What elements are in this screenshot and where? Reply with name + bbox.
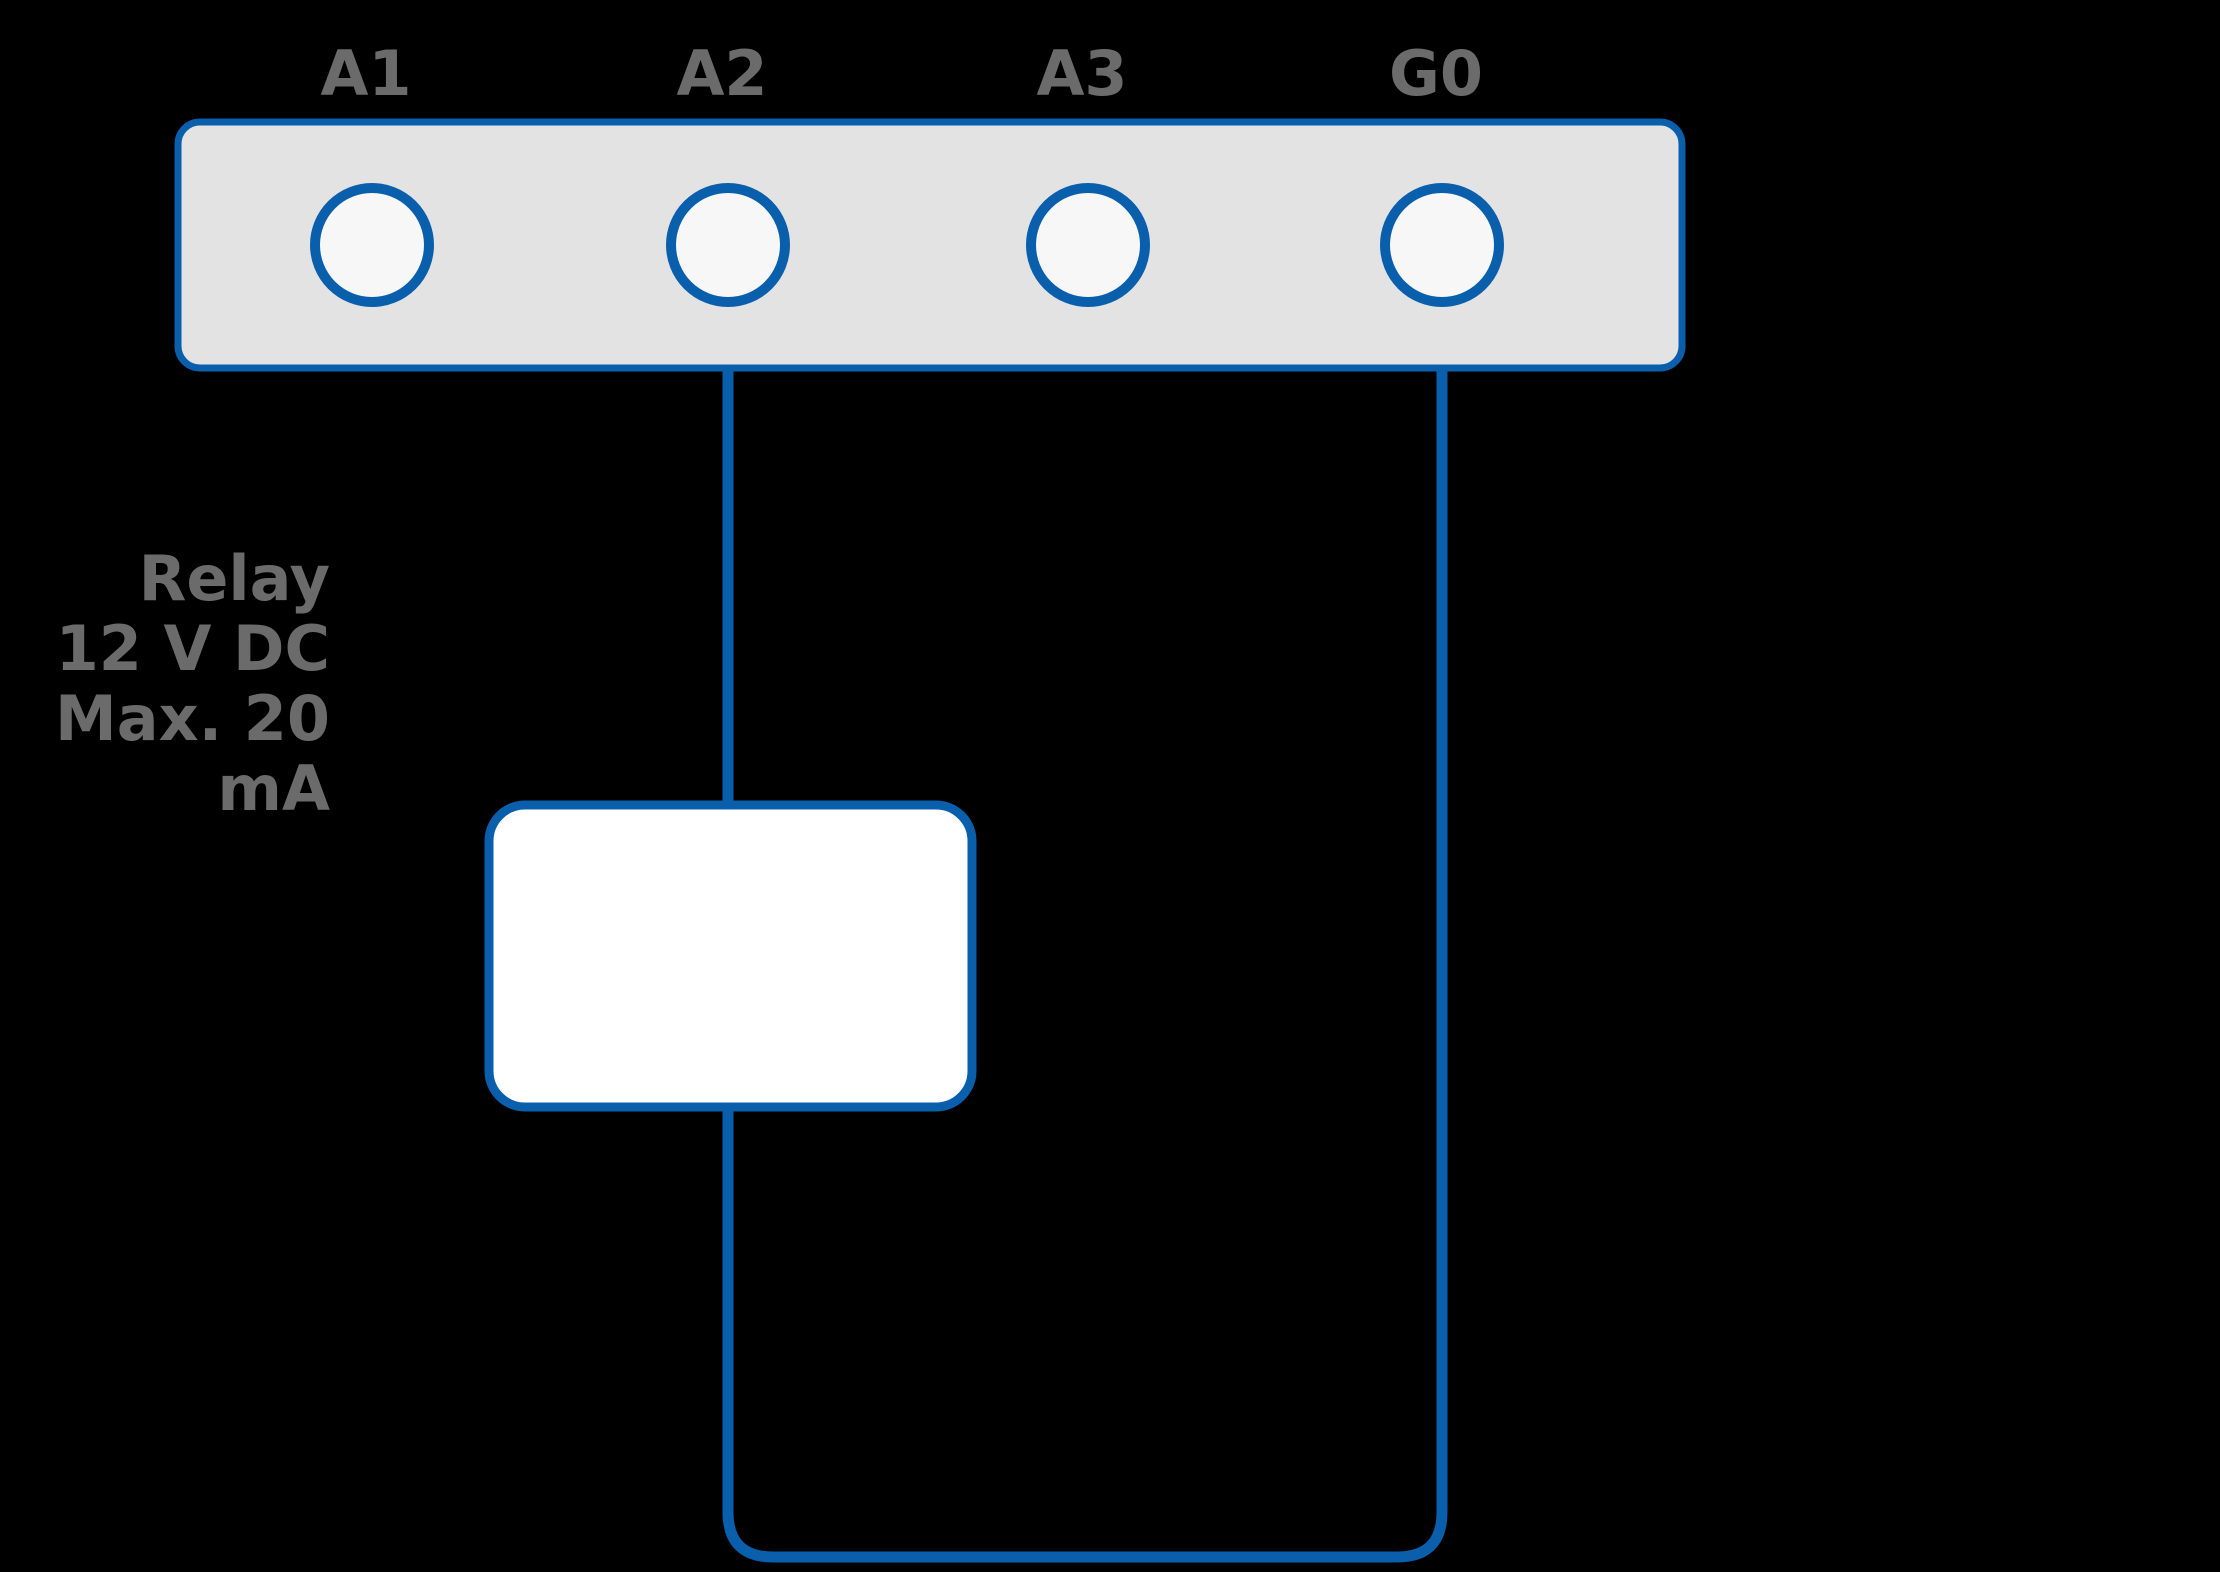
relay-body[interactable]: [484, 800, 977, 1112]
wire-bottom-loop: [722, 1511, 1448, 1563]
relay-component[interactable]: [484, 800, 977, 1112]
screw-head-icon[interactable]: [310, 183, 434, 307]
terminal-g0[interactable]: [1380, 183, 1504, 312]
terminal-label-a3: A3: [1036, 37, 1127, 110]
relay-caption-line-1: Relay: [139, 542, 330, 615]
relay-caption: Relay 12 V DC Max. 20 mA: [55, 542, 330, 825]
screw-head-icon[interactable]: [1380, 183, 1504, 307]
screw-head-icon[interactable]: [666, 183, 790, 307]
terminal-a3[interactable]: [1026, 183, 1150, 312]
terminal-a1[interactable]: [310, 183, 434, 312]
terminal-label-a2: A2: [676, 37, 767, 110]
terminal-label-g0: G0: [1389, 37, 1483, 110]
terminal-block-body: [174, 118, 1686, 372]
wire-group: [722, 368, 1448, 1563]
relay-caption-line-3: Max. 20: [55, 682, 330, 755]
screw-head-icon[interactable]: [1026, 183, 1150, 307]
relay-caption-line-2: 12 V DC: [56, 612, 330, 685]
terminal-label-a1: A1: [320, 37, 411, 110]
terminal-label-group: A1 A2 A3 G0: [320, 37, 1483, 110]
terminal-a2[interactable]: [666, 183, 790, 312]
relay-caption-line-4: mA: [217, 752, 330, 825]
terminal-block[interactable]: [174, 118, 1686, 372]
